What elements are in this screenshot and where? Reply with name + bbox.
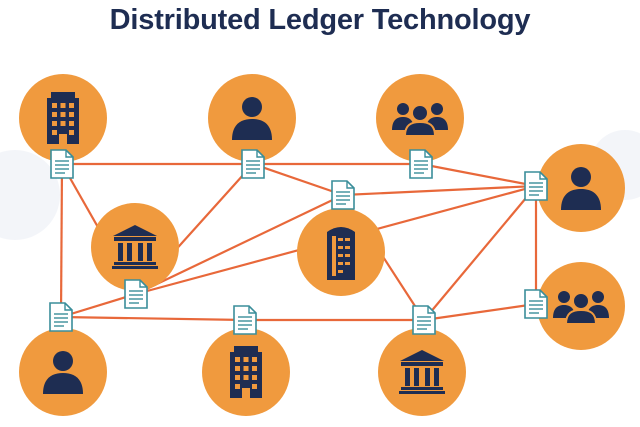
connection-line xyxy=(60,315,246,322)
node-group xyxy=(376,74,464,162)
node-bank xyxy=(91,203,179,291)
connection-line xyxy=(342,184,537,197)
connection-line xyxy=(420,162,537,188)
connection-line xyxy=(423,185,537,321)
person-icon xyxy=(232,97,272,140)
tower-building-icon xyxy=(327,227,355,280)
office-building-icon xyxy=(47,92,79,144)
node-tower-building xyxy=(297,208,385,296)
node-person xyxy=(19,328,107,416)
connection-line xyxy=(423,302,537,322)
node-bank xyxy=(378,328,466,416)
ledger-document-icon xyxy=(524,289,548,319)
group-icon xyxy=(392,103,448,136)
ledger-document-icon xyxy=(409,149,433,179)
person-icon xyxy=(561,167,601,210)
ledger-document-icon xyxy=(49,302,73,332)
node-group xyxy=(537,262,625,350)
ledger-document-icon xyxy=(241,149,265,179)
ledger-document-icon xyxy=(124,279,148,309)
connection-line xyxy=(59,163,64,318)
ledger-document-icon xyxy=(412,305,436,335)
ledger-document-icon xyxy=(50,149,74,179)
connection-line xyxy=(252,162,344,197)
node-person xyxy=(208,74,296,162)
office-building-icon xyxy=(230,346,262,398)
connection-line xyxy=(135,194,344,295)
node-office-building xyxy=(19,74,107,162)
ledger-document-icon xyxy=(331,180,355,210)
person-icon xyxy=(43,351,83,394)
ledger-document-icon xyxy=(233,305,257,335)
node-person xyxy=(537,144,625,232)
diagram-title: Distributed Ledger Technology xyxy=(109,4,531,36)
ledger-document-icon xyxy=(524,171,548,201)
group-icon xyxy=(553,291,609,324)
bank-icon xyxy=(399,350,445,394)
connection-line xyxy=(60,292,137,319)
bank-icon xyxy=(112,225,158,269)
node-office-building xyxy=(202,328,290,416)
